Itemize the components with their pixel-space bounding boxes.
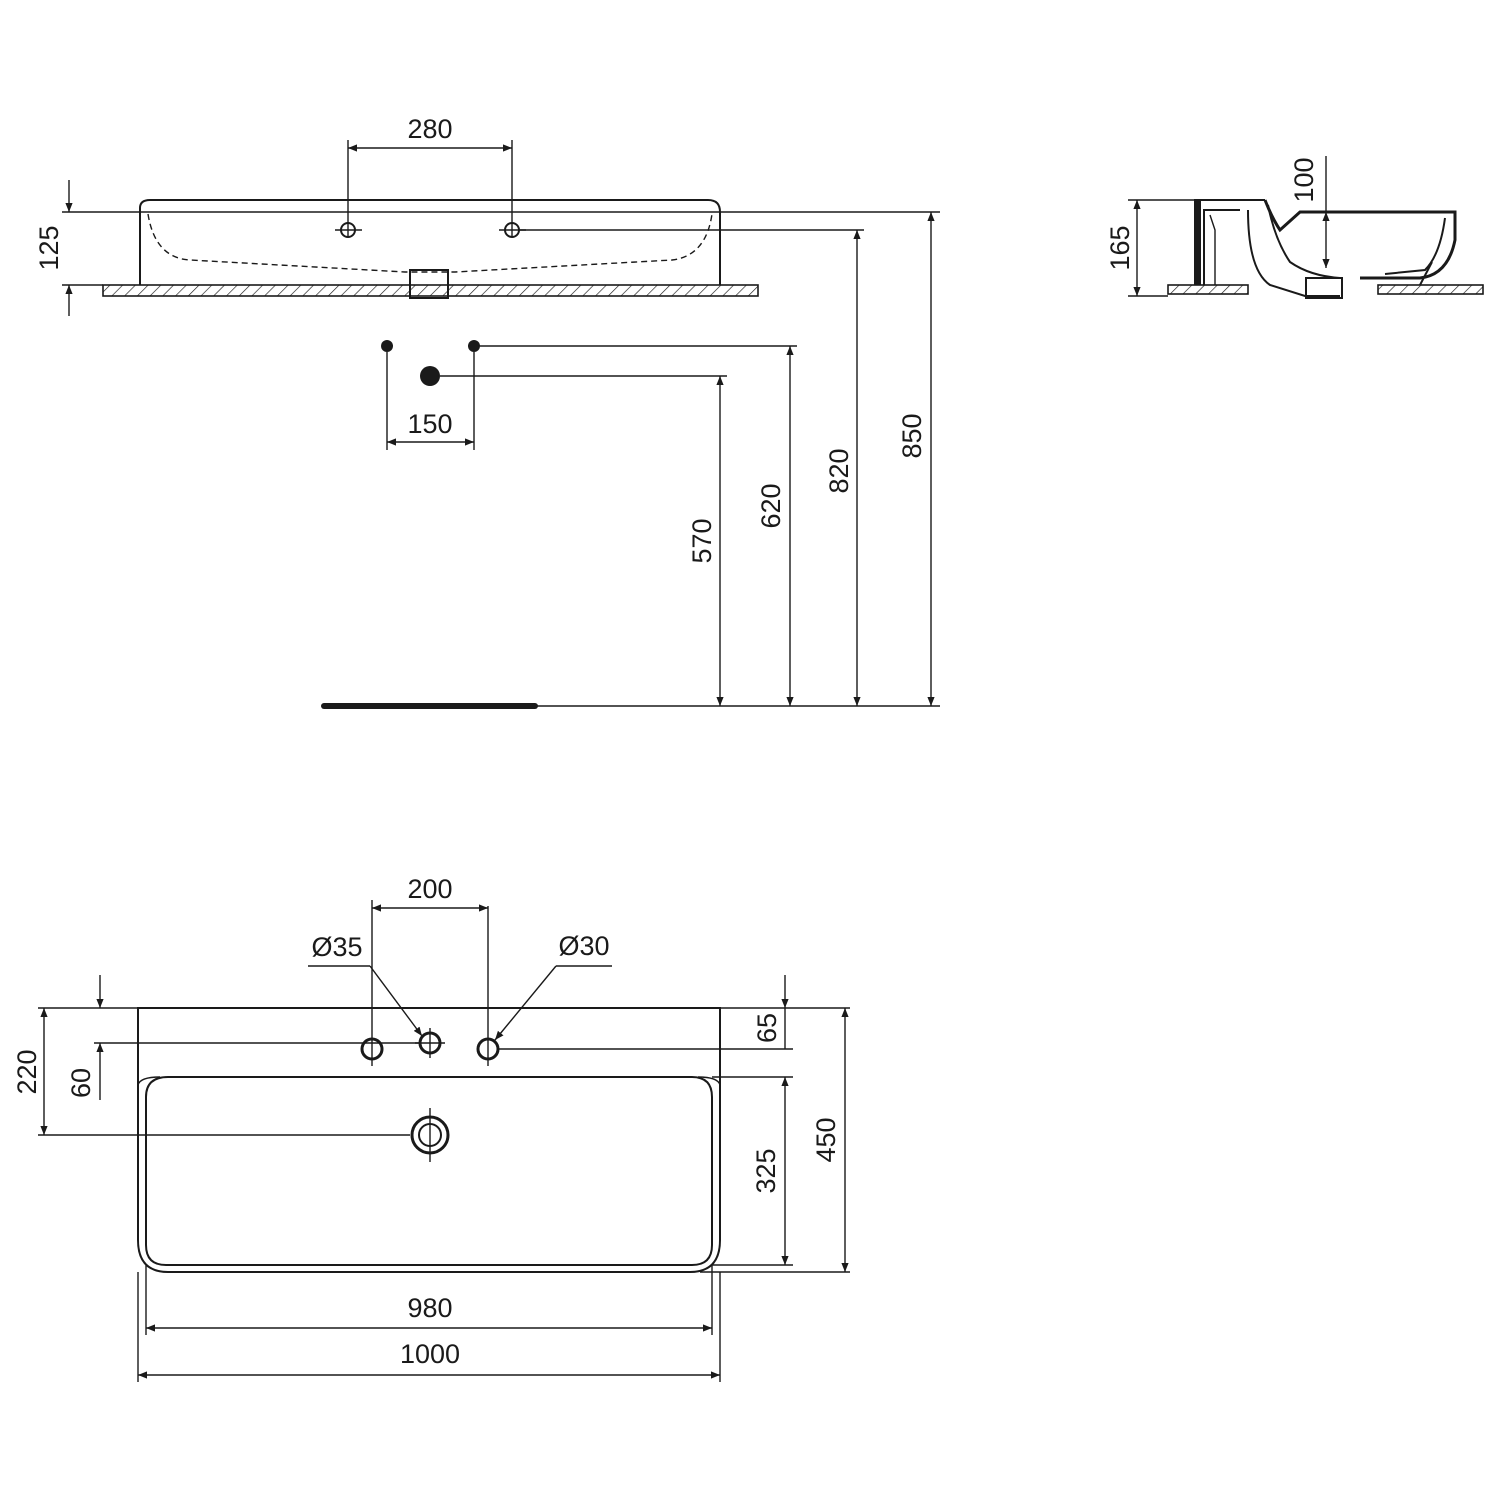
side-section-view: 165 100 bbox=[1105, 156, 1484, 299]
dim-bowl-width bbox=[145, 1265, 713, 1335]
side-front-foot bbox=[1419, 261, 1433, 286]
tap-hole-plan-right bbox=[476, 906, 500, 1066]
side-detail-line bbox=[1209, 214, 1216, 285]
dim-label-570: 570 bbox=[687, 518, 717, 563]
dim-tap-holes-from-back bbox=[94, 975, 420, 1100]
basin-plan-outline bbox=[137, 1007, 721, 1273]
dim-label-diameter-35: Ø35 bbox=[311, 932, 362, 962]
countertop-front bbox=[102, 284, 759, 297]
dim-label-280: 280 bbox=[407, 114, 452, 144]
dim-bowl-depth-plan bbox=[712, 1077, 793, 1266]
dim-total-depth bbox=[700, 1008, 850, 1273]
dim-supply-spacing bbox=[386, 352, 475, 450]
side-bowl-rim bbox=[1384, 217, 1446, 275]
dim-label-220: 220 bbox=[12, 1049, 42, 1094]
side-back-panel bbox=[1196, 200, 1201, 285]
dim-label-850: 850 bbox=[897, 413, 927, 458]
waste-outlet-front bbox=[409, 269, 449, 299]
dim-label-100: 100 bbox=[1289, 157, 1319, 202]
dim-tap-hole-spacing-front bbox=[347, 140, 513, 236]
dim-label-325: 325 bbox=[751, 1148, 781, 1193]
side-bowl-outer bbox=[1263, 199, 1457, 280]
dim-plan-tap-spacing bbox=[371, 900, 488, 980]
countertop-side-left bbox=[1167, 284, 1249, 295]
dim-side-total-height bbox=[1128, 199, 1195, 297]
side-bowl-base bbox=[1247, 209, 1340, 297]
supply-point-right bbox=[468, 340, 480, 352]
dim-label-60: 60 bbox=[66, 1068, 96, 1098]
waste-point bbox=[420, 366, 440, 386]
dim-label-65: 65 bbox=[752, 1013, 782, 1043]
supply-point-left bbox=[381, 340, 393, 352]
dim-label-diameter-30: Ø30 bbox=[558, 931, 609, 961]
plan-view: 200 Ø35 Ø30 220 60 bbox=[12, 874, 850, 1382]
bowl-plan-outline bbox=[145, 1076, 713, 1266]
side-waste-outlet bbox=[1305, 277, 1343, 299]
dim-waste-from-back bbox=[38, 1007, 410, 1136]
dim-label-980: 980 bbox=[407, 1293, 452, 1323]
dim-label-450: 450 bbox=[811, 1117, 841, 1162]
dim-label-1000: 1000 bbox=[400, 1339, 460, 1369]
dim-total-width bbox=[137, 1272, 721, 1382]
bowl-corner-right bbox=[697, 1076, 721, 1086]
side-back-inner bbox=[1203, 209, 1240, 285]
bowl-corner-left bbox=[137, 1076, 161, 1086]
dim-label-620: 620 bbox=[756, 483, 786, 528]
side-bowl-inner bbox=[1267, 204, 1341, 279]
dim-deck-depth bbox=[498, 975, 850, 1078]
leader-diameter-30 bbox=[494, 965, 612, 1041]
leader-diameter-35 bbox=[308, 965, 423, 1037]
basin-front-outline bbox=[139, 199, 721, 285]
waste-outlet-plan bbox=[410, 1108, 450, 1162]
front-elevation-view: 280 125 150 570 620 bbox=[34, 114, 940, 709]
dim-basin-height bbox=[62, 180, 140, 316]
bowl-hidden-line bbox=[147, 213, 713, 273]
dim-label-820: 820 bbox=[824, 448, 854, 493]
countertop-side-right bbox=[1377, 284, 1484, 295]
dim-label-125: 125 bbox=[34, 225, 64, 270]
side-back-wall bbox=[1194, 199, 1265, 285]
dim-label-200: 200 bbox=[407, 874, 452, 904]
dim-label-150: 150 bbox=[407, 409, 452, 439]
tap-hole-plan-left bbox=[360, 980, 384, 1066]
dim-label-165: 165 bbox=[1105, 225, 1135, 270]
